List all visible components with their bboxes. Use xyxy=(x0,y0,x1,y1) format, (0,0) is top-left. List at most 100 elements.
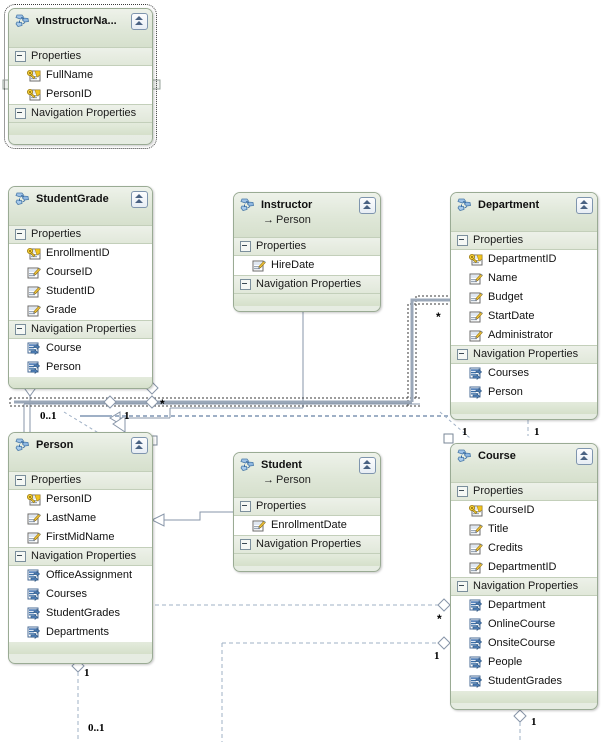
navigation-property-name: Course xyxy=(46,342,82,354)
entity-course[interactable]: Course Properties CourseID Title xyxy=(450,443,598,710)
navigation-property-row[interactable]: Person xyxy=(451,383,597,402)
property-row[interactable]: DepartmentID xyxy=(451,558,597,577)
navigation-properties-section-header[interactable]: Navigation Properties xyxy=(234,275,380,294)
edge-student-person[interactable] xyxy=(150,511,233,527)
edge-diamond-2 xyxy=(145,395,159,409)
entity-studentgrade[interactable]: StudentGrade Properties EnrollmentID Cou… xyxy=(8,186,153,389)
entity-person[interactable]: Person Properties PersonID LastName xyxy=(8,432,153,664)
property-row[interactable]: EnrollmentID xyxy=(9,244,152,263)
entity-title: Student xyxy=(261,459,302,471)
navigation-property-row[interactable]: OnsiteCourse xyxy=(451,634,597,653)
expander-icon[interactable] xyxy=(240,539,251,550)
expander-icon[interactable] xyxy=(15,229,26,240)
navigation-property-row[interactable]: Departments xyxy=(9,623,152,642)
expander-icon[interactable] xyxy=(15,551,26,562)
property-name: Credits xyxy=(488,542,523,554)
navigation-property-name: Courses xyxy=(488,367,529,379)
property-row[interactable]: Name xyxy=(451,269,597,288)
edge-person-bottom[interactable] xyxy=(71,659,85,742)
navigation-property-row[interactable]: Department xyxy=(451,596,597,615)
expander-icon[interactable] xyxy=(240,241,251,252)
properties-section-header[interactable]: Properties xyxy=(9,471,152,490)
edge-person-course-many[interactable] xyxy=(155,598,451,612)
inherits-arrow-icon: → xyxy=(263,474,274,486)
properties-list: PersonID LastName FirstMidName xyxy=(9,490,152,547)
property-row[interactable]: Credits xyxy=(451,539,597,558)
inherits-arrow-icon: → xyxy=(263,214,274,226)
properties-section-header[interactable]: Properties xyxy=(9,47,152,66)
navigation-property-row[interactable]: Course xyxy=(9,339,152,358)
property-row[interactable]: PersonID xyxy=(9,85,152,104)
edge-handle-a[interactable] xyxy=(443,433,454,444)
expander-icon[interactable] xyxy=(15,475,26,486)
property-row[interactable]: Budget xyxy=(451,288,597,307)
properties-section-header[interactable]: Properties xyxy=(234,237,380,256)
properties-section-header[interactable]: Properties xyxy=(451,482,597,501)
property-row[interactable]: HireDate xyxy=(234,256,380,275)
navigation-property-row[interactable]: Courses xyxy=(9,585,152,604)
navigation-property-row[interactable]: OfficeAssignment xyxy=(9,566,152,585)
property-name: StartDate xyxy=(488,310,535,322)
entity-department[interactable]: Department Properties DepartmentID Name xyxy=(450,192,598,420)
property-row[interactable]: FirstMidName xyxy=(9,528,152,547)
properties-section-header[interactable]: Properties xyxy=(451,231,597,250)
entity-icon xyxy=(240,458,254,471)
navigation-properties-section-header[interactable]: Navigation Properties xyxy=(451,345,597,364)
property-row[interactable]: CourseID xyxy=(9,263,152,282)
navigation-property-row[interactable]: People xyxy=(451,653,597,672)
navigation-properties-section-header[interactable]: Navigation Properties xyxy=(9,104,152,123)
expander-icon[interactable] xyxy=(15,51,26,62)
property-row[interactable]: LastName xyxy=(9,509,152,528)
navigation-property-row[interactable]: OnlineCourse xyxy=(451,615,597,634)
navigation-properties-section-header[interactable]: Navigation Properties xyxy=(451,577,597,596)
property-row[interactable]: PersonID xyxy=(9,490,152,509)
property-row[interactable]: StartDate xyxy=(451,307,597,326)
expander-icon[interactable] xyxy=(457,486,468,497)
entity-vinstructorname[interactable]: vInstructorNa... Properties FullName Pe xyxy=(4,4,157,149)
property-row[interactable]: Grade xyxy=(9,301,152,320)
property-row[interactable]: DepartmentID xyxy=(451,250,597,269)
navigation-properties-section-header[interactable]: Navigation Properties xyxy=(234,535,380,554)
cardinality-label: 1 xyxy=(531,716,537,728)
navigation-properties-label: Navigation Properties xyxy=(256,278,362,290)
entity-header: Student →Person xyxy=(234,453,380,497)
navigation-property-row[interactable]: StudentGrades xyxy=(451,672,597,691)
expander-icon[interactable] xyxy=(15,324,26,335)
collapse-button[interactable] xyxy=(131,191,148,208)
property-row[interactable]: CourseID xyxy=(451,501,597,520)
expander-icon[interactable] xyxy=(240,501,251,512)
navigation-properties-section-header[interactable]: Navigation Properties xyxy=(9,547,152,566)
entity-icon xyxy=(457,198,471,211)
entity-footer xyxy=(234,294,380,306)
collapse-button[interactable] xyxy=(131,13,148,30)
entity-header: Person xyxy=(9,433,152,471)
entity-instructor[interactable]: Instructor →Person Properties HireDate N… xyxy=(233,192,381,312)
expander-icon[interactable] xyxy=(15,108,26,119)
collapse-button[interactable] xyxy=(576,448,593,465)
property-row[interactable]: Title xyxy=(451,520,597,539)
navigation-property-row[interactable]: Courses xyxy=(451,364,597,383)
expander-icon[interactable] xyxy=(457,349,468,360)
navigation-property-row[interactable]: StudentGrades xyxy=(9,604,152,623)
edge-person-studentgrade[interactable] xyxy=(24,381,36,432)
edge-course-department-one[interactable] xyxy=(221,636,451,742)
collapse-button[interactable] xyxy=(576,197,593,214)
navigation-properties-section-header[interactable]: Navigation Properties xyxy=(9,320,152,339)
property-row[interactable]: EnrollmentDate xyxy=(234,516,380,535)
property-row[interactable]: FullName xyxy=(9,66,152,85)
property-row[interactable]: StudentID xyxy=(9,282,152,301)
properties-section-header[interactable]: Properties xyxy=(234,497,380,516)
expander-icon[interactable] xyxy=(457,581,468,592)
navigation-property-row[interactable]: Person xyxy=(9,358,152,377)
properties-section-header[interactable]: Properties xyxy=(9,225,152,244)
collapse-button[interactable] xyxy=(359,197,376,214)
collapse-button[interactable] xyxy=(131,437,148,454)
cardinality-label: 1 xyxy=(84,667,90,679)
expander-icon[interactable] xyxy=(240,279,251,290)
collapse-button[interactable] xyxy=(359,457,376,474)
property-row[interactable]: Administrator xyxy=(451,326,597,345)
expander-icon[interactable] xyxy=(457,235,468,246)
entity-student[interactable]: Student →Person Properties EnrollmentDat… xyxy=(233,452,381,572)
edge-course-bottom[interactable] xyxy=(513,709,527,742)
